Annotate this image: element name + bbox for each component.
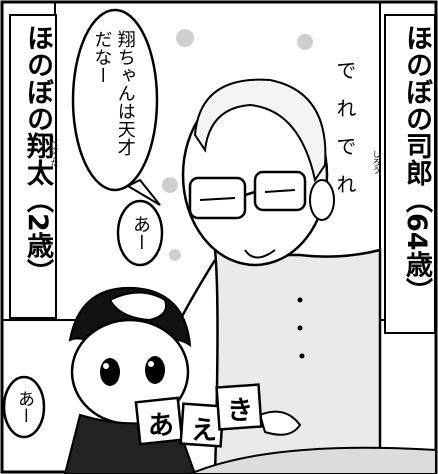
caption-shiro-text: ほのぼの司郎（64歳） xyxy=(401,24,432,305)
caption-shota-text: ほのぼの翔太（2歳） xyxy=(22,24,53,286)
caption-shota: ほのぼの翔太（2歳） xyxy=(9,14,57,319)
child-speech-bubble-top xyxy=(116,199,164,267)
grandpa-body xyxy=(213,248,382,474)
floor xyxy=(189,446,437,474)
card-e: え xyxy=(191,416,218,446)
furigana-shota: しょうた xyxy=(50,135,59,167)
child-speech-text-top: あー xyxy=(130,215,151,251)
grandpa-hair xyxy=(193,78,327,183)
card-ki: き xyxy=(227,396,254,426)
sfx-dere-dere: でれでれ xyxy=(333,60,357,212)
child-speech-bubble-bottom xyxy=(2,375,46,439)
grandpa-speech-bubble xyxy=(71,8,159,192)
grandpa-hand xyxy=(108,291,167,322)
child-speech-text-bottom: あー xyxy=(14,390,34,424)
caption-shiro: ほのぼの司郎（64歳） xyxy=(384,14,436,334)
card-a: あ xyxy=(148,411,175,441)
furigana-shiro: しろう xyxy=(372,150,381,174)
grandpa-speech-text: 翔ちゃんは天才だなー xyxy=(91,30,136,156)
hiragana-cards xyxy=(134,383,263,448)
